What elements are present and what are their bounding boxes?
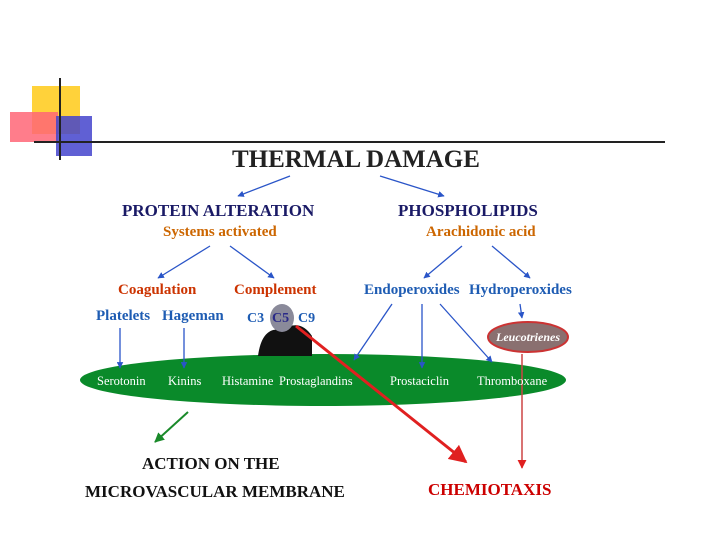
kinins-label: Kinins [168, 374, 202, 388]
deco-blue-square [56, 116, 92, 156]
arrow-hydro-leucotrienes [517, 303, 525, 319]
chemiotaxis-label: CHEMIOTAXIS [428, 480, 552, 499]
protein-alteration-label: PROTEIN ALTERATION [122, 201, 315, 220]
systems-activated-label: Systems activated [163, 224, 277, 240]
mediators-oval [80, 354, 566, 406]
endoperoxides-label: Endoperoxides [364, 282, 460, 298]
arachidonic-acid-label: Arachidonic acid [426, 224, 536, 240]
hydroperoxides-label: Hydroperoxides [469, 282, 572, 298]
c9-label: C9 [298, 311, 316, 326]
c5-label: C5 [272, 311, 290, 326]
deco-red-square [10, 112, 58, 142]
slide-decoration [10, 78, 665, 160]
c5-highlight [270, 304, 294, 332]
arrow-arachidonic-endo [423, 245, 463, 279]
prostaglandins-label: Prostaglandins [279, 374, 353, 388]
arrow-arachidonic-hydro [491, 245, 531, 279]
arrow-complement-chemiotaxis [295, 324, 468, 464]
leucotrienes-oval [487, 321, 569, 353]
arrow-oval-action [154, 411, 189, 443]
diagram-title: THERMAL DAMAGE [232, 146, 480, 173]
leucotrienes-label: Leucotrienes [496, 330, 560, 344]
arrow-systems-complement [229, 245, 275, 279]
phospholipids-label: PHOSPHOLIPIDS [398, 201, 538, 220]
arrow-thermal-phospholipids [379, 175, 445, 198]
arrow-systems-coagulation [157, 245, 211, 279]
histamine-label: Histamine [222, 374, 274, 388]
thromboxane-label: Thromboxane [477, 374, 548, 388]
prostaciclin-label: Prostaciclin [390, 374, 450, 388]
complement-blob [258, 325, 312, 356]
platelets-label: Platelets [96, 308, 151, 324]
hageman-label: Hageman [162, 308, 224, 324]
arrow-endo-prostaglandins [353, 303, 393, 361]
complement-label: Complement [234, 282, 317, 298]
coagulation-label: Coagulation [118, 282, 197, 298]
action-label-line2: MICROVASCULAR MEMBRANE [85, 482, 345, 501]
serotonin-label: Serotonin [97, 374, 146, 388]
arrow-endo-thromboxane [439, 303, 493, 363]
arrow-thermal-protein [237, 175, 291, 197]
action-label-line1: ACTION ON THE [142, 454, 280, 473]
c3-label: C3 [247, 311, 265, 326]
